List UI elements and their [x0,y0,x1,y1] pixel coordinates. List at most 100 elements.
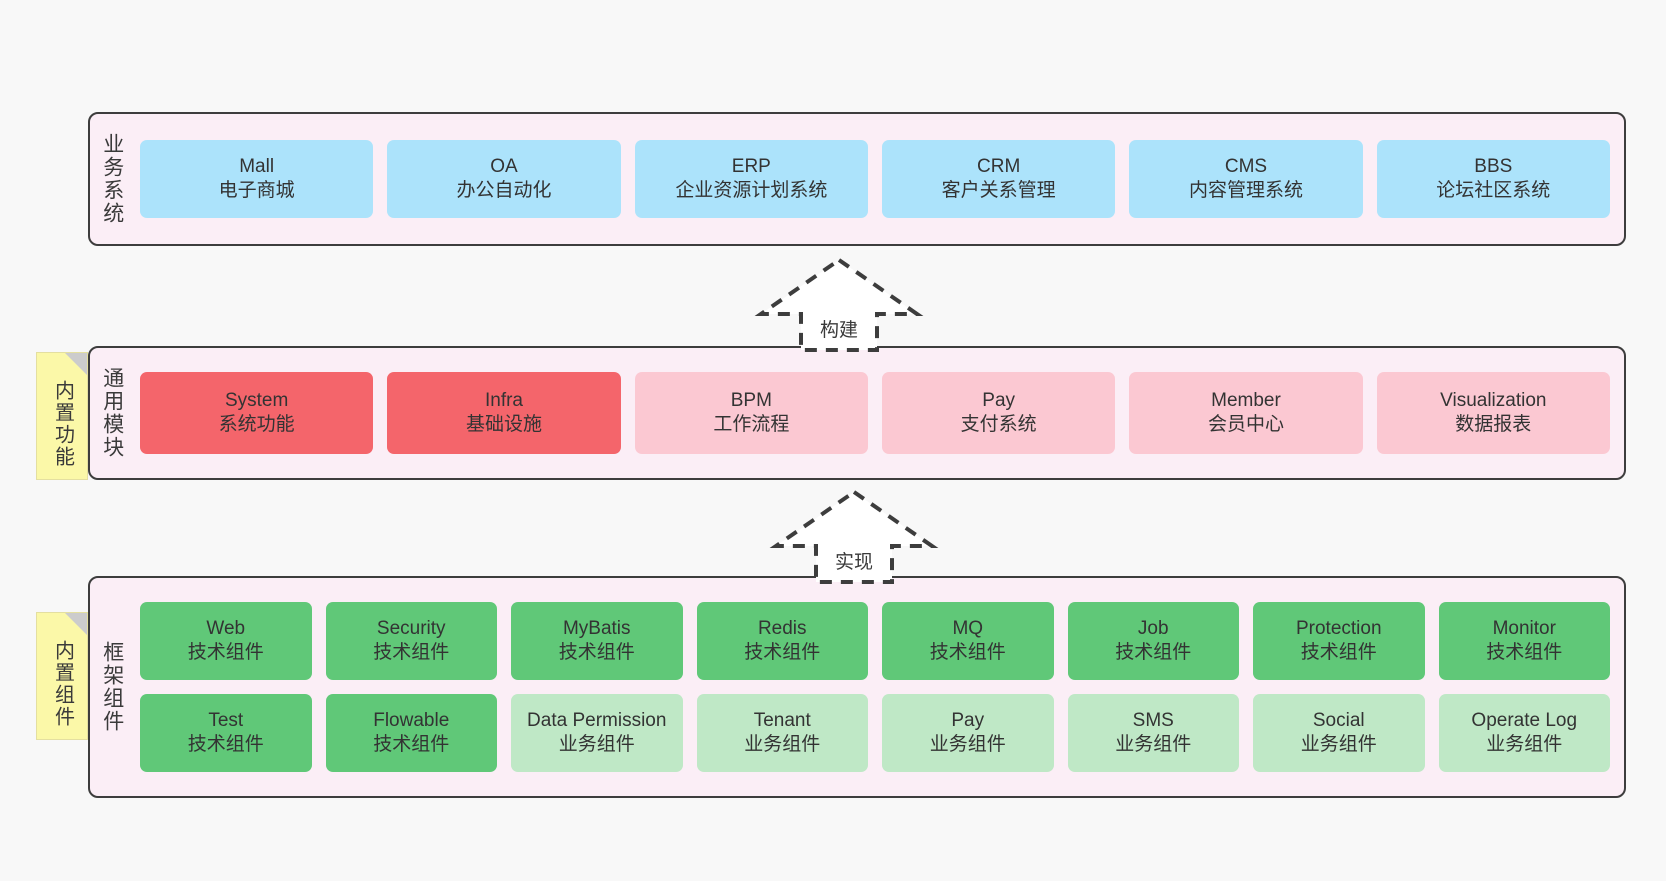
card-subtitle: 技术组件 [373,734,450,755]
card-protection[interactable]: Protection 技术组件 [1253,602,1425,680]
card-web[interactable]: Web 技术组件 [140,602,312,680]
card-title: Security [376,618,446,640]
card-subtitle: 办公自动化 [456,180,552,201]
sticky-note-builtin-components: 内置组件 [36,612,88,740]
card-title: Mall [239,156,275,178]
card-title: Data Permission [527,710,667,732]
card-title: Job [1137,618,1169,640]
framework-row-technical: Web 技术组件 Security 技术组件 MyBatis 技术组件 Redi… [140,602,1610,680]
card-oa[interactable]: OA 办公自动化 [387,140,621,218]
arrow-build: 构建 [754,257,924,352]
card-title: System [224,390,289,412]
card-subtitle: 业务组件 [1486,734,1563,755]
card-monitor[interactable]: Monitor 技术组件 [1438,602,1610,680]
card-redis[interactable]: Redis 技术组件 [696,602,868,680]
card-subtitle: 会员中心 [1207,414,1284,435]
card-title: Redis [757,618,807,640]
card-subtitle: 技术组件 [929,642,1006,663]
card-title: Test [208,710,244,732]
arrow-implement: 实现 [769,489,939,584]
card-job[interactable]: Job 技术组件 [1067,602,1239,680]
card-visualization[interactable]: Visualization 数据报表 [1376,372,1610,454]
card-subtitle: 支付系统 [960,414,1037,435]
tier-framework-label: 框架组件 [100,641,124,733]
card-subtitle: 技术组件 [1300,642,1377,663]
card-title: Monitor [1492,618,1556,640]
sticky-label: 内置组件 [51,640,74,728]
tier-common-modules: 通用模块 System 系统功能 Infra 基础设施 BPM 工作流程 Pay… [88,346,1626,480]
arrow-implement-shape [769,489,939,584]
card-subtitle: 内容管理系统 [1188,180,1303,201]
card-bbs[interactable]: BBS 论坛社区系统 [1376,140,1610,218]
card-system[interactable]: System 系统功能 [140,372,374,454]
card-tenant[interactable]: Tenant 业务组件 [696,694,868,772]
card-subtitle: 工作流程 [713,414,790,435]
card-subtitle: 业务组件 [1300,734,1377,755]
card-subtitle: 业务组件 [744,734,821,755]
card-subtitle: 数据报表 [1455,414,1532,435]
card-title: Member [1211,390,1281,412]
card-member[interactable]: Member 会员中心 [1129,372,1363,454]
sticky-label: 内置功能 [51,380,74,468]
card-title: Pay [982,390,1016,412]
card-data-permission[interactable]: Data Permission 业务组件 [511,694,683,772]
card-subtitle: 技术组件 [187,642,264,663]
card-subtitle: 业务组件 [558,734,635,755]
tier-framework-grid: Web 技术组件 Security 技术组件 MyBatis 技术组件 Redi… [134,578,1624,796]
card-subtitle: 技术组件 [187,734,264,755]
sticky-fold-corner-icon [65,353,87,375]
card-title: ERP [731,156,771,178]
card-erp[interactable]: ERP 企业资源计划系统 [634,140,868,218]
card-subtitle: 企业资源计划系统 [675,180,828,201]
tier-framework-components: 框架组件 Web 技术组件 Security 技术组件 MyBatis 技术组件… [88,576,1626,798]
card-title: Web [206,618,246,640]
card-infra[interactable]: Infra 基础设施 [387,372,621,454]
tier-business-cards: Mall 电子商城 OA 办公自动化 ERP 企业资源计划系统 CRM 客户关系… [134,114,1624,244]
card-title: Visualization [1440,390,1547,412]
card-title: MyBatis [562,618,631,640]
tier-business-label: 业务系统 [100,133,124,225]
card-mall[interactable]: Mall 电子商城 [140,140,374,218]
arrow-build-shape [754,257,924,352]
card-title: CMS [1224,156,1268,178]
card-subtitle: 客户关系管理 [941,180,1056,201]
card-subtitle: 基础设施 [465,414,542,435]
card-subtitle: 技术组件 [558,642,635,663]
card-title: SMS [1132,710,1174,732]
card-crm[interactable]: CRM 客户关系管理 [881,140,1116,218]
card-sms[interactable]: SMS 业务组件 [1067,694,1239,772]
sticky-fold-corner-icon [65,613,87,635]
card-subtitle: 论坛社区系统 [1436,180,1551,201]
card-title: Tenant [753,710,811,732]
card-subtitle: 技术组件 [1115,642,1192,663]
card-pay-module[interactable]: Pay 支付系统 [881,372,1116,454]
card-title: Pay [951,710,985,732]
card-social[interactable]: Social 业务组件 [1253,694,1425,772]
tier-modules-cards: System 系统功能 Infra 基础设施 BPM 工作流程 Pay 支付系统… [134,348,1624,478]
card-title: Infra [484,390,523,412]
card-pay-component[interactable]: Pay 业务组件 [882,694,1054,772]
card-title: Flowable [373,710,450,732]
card-flowable[interactable]: Flowable 技术组件 [325,694,497,772]
card-title: BPM [730,390,772,412]
card-title: CRM [977,156,1021,178]
card-mybatis[interactable]: MyBatis 技术组件 [511,602,683,680]
framework-row-business: Test 技术组件 Flowable 技术组件 Data Permission … [140,694,1610,772]
card-subtitle: 业务组件 [1115,734,1192,755]
tier-modules-label: 通用模块 [100,367,124,459]
card-subtitle: 系统功能 [218,414,295,435]
card-title: OA [490,156,518,178]
card-subtitle: 技术组件 [373,642,450,663]
card-cms[interactable]: CMS 内容管理系统 [1129,140,1363,218]
card-title: Operate Log [1471,710,1578,732]
card-title: BBS [1474,156,1513,178]
tier-business-systems: 业务系统 Mall 电子商城 OA 办公自动化 ERP 企业资源计划系统 CRM… [88,112,1626,246]
card-subtitle: 技术组件 [744,642,821,663]
card-test[interactable]: Test 技术组件 [140,694,312,772]
card-bpm[interactable]: BPM 工作流程 [634,372,868,454]
card-title: Social [1312,710,1365,732]
card-operate-log[interactable]: Operate Log 业务组件 [1438,694,1610,772]
card-security[interactable]: Security 技术组件 [325,602,497,680]
card-mq[interactable]: MQ 技术组件 [882,602,1054,680]
